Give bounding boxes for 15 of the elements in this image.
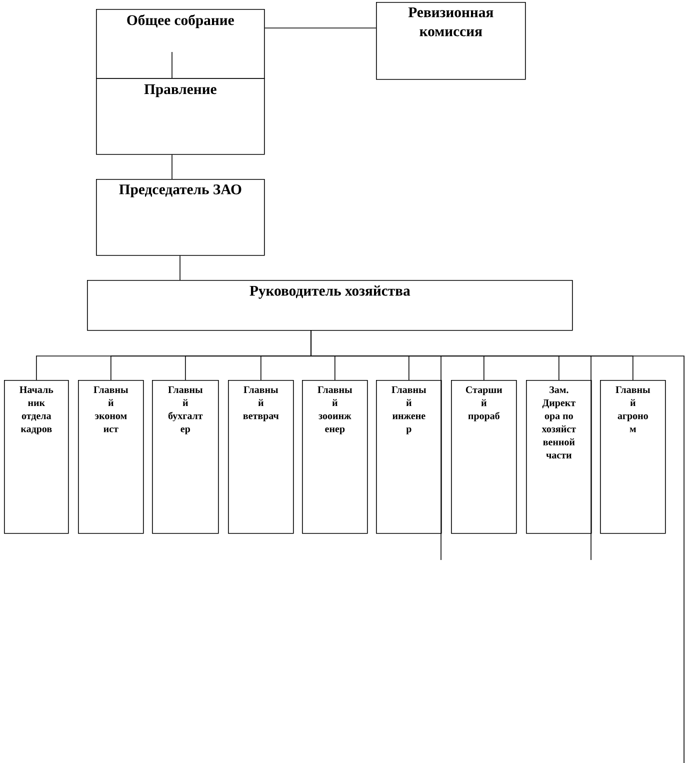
org-box: Правление [96,78,265,155]
org-box: Председатель ЗАО [96,179,265,256]
position-box: Главны й ветврач [228,380,294,534]
position-box: Главны й инжене р [376,380,442,534]
org-box: Общее собрание [96,9,265,79]
position-box: Главны й зооинж енер [302,380,368,534]
position-box: Началь ник отдела кадров [4,380,69,534]
org-box: Ревизионная комиссия [376,2,526,80]
position-box: Зам. Директ ора по хозяйст венной части [526,380,592,534]
position-box: Главны й бухгалт ер [152,380,219,534]
org-box: Руководитель хозяйства [87,280,573,331]
position-box: Главны й эконом ист [78,380,144,534]
position-box: Старши й прораб [451,380,517,534]
position-box: Главны й агроно м [600,380,666,534]
connector-line [310,330,684,763]
